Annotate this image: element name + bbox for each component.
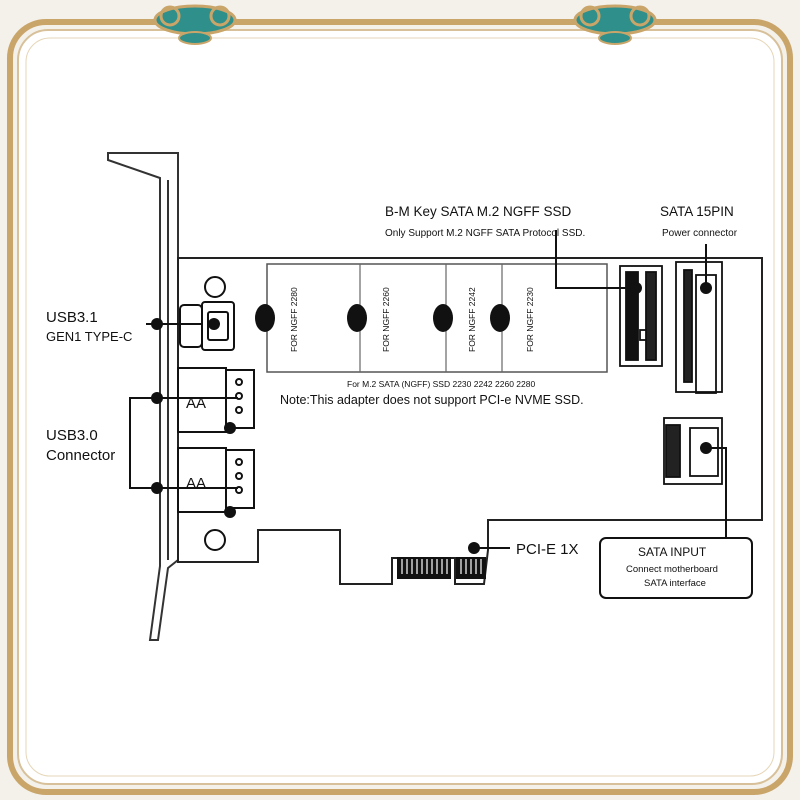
slot-label-2260: FOR NGFF 2260 — [381, 287, 391, 352]
slot-label-2230: FOR NGFF 2230 — [525, 287, 535, 352]
sata-input-box — [599, 537, 753, 599]
dot-usb-a-2 — [224, 506, 236, 518]
sata-input-title: SATA INPUT — [638, 545, 707, 559]
usb30-sublabel: Connector — [46, 447, 115, 464]
usb31-label: USB3.1 — [46, 309, 98, 326]
pcie-finger-gaps — [401, 559, 482, 574]
callout-dots — [151, 282, 712, 554]
dot-sata-data — [700, 442, 712, 454]
m2-subtitle: Only Support M.2 NGFF SATA Protocol SSD. — [385, 228, 585, 239]
slot-label-2242: FOR NGFF 2242 — [467, 287, 477, 352]
dot-usb31 — [151, 318, 163, 330]
nvme-note: Note:This adapter does not support PCI-e… — [280, 393, 584, 407]
dot-usb-a-1 — [224, 422, 236, 434]
m2-connector — [619, 265, 663, 367]
callout-leaders — [129, 230, 727, 549]
sata-input-line1: Connect motherboard — [626, 564, 718, 575]
cloud-ornament-right — [573, 4, 657, 45]
dot-sata-power — [700, 282, 712, 294]
usb30-label: USB3.0 — [46, 427, 98, 444]
sata-input-line2: SATA interface — [644, 578, 706, 589]
m2-title: B-M Key SATA M.2 NGFF SSD — [385, 204, 572, 219]
cloud-ornament-left — [153, 4, 237, 45]
dot-pcie — [468, 542, 480, 554]
sata15-title: SATA 15PIN — [660, 204, 734, 219]
dot-m2-connector — [630, 282, 642, 294]
mounting-hole-bottom — [204, 529, 226, 551]
slot-label-2280: FOR NGFF 2280 — [289, 287, 299, 352]
dot-usb30-top — [151, 392, 163, 404]
mounting-hole-top — [204, 276, 226, 298]
svg-text:AA: AA — [186, 475, 206, 492]
usb-c-port — [179, 301, 235, 351]
dot-usb-typec — [208, 318, 220, 330]
svg-text:AA: AA — [186, 395, 206, 412]
standoff-markers — [255, 304, 510, 332]
usb31-sublabel: GEN1 TYPE-C — [46, 329, 132, 344]
dot-usb30-bottom — [151, 482, 163, 494]
ssd-sizes-text: For M.2 SATA (NGFF) SSD 2230 2242 2260 2… — [347, 379, 535, 389]
sata15-subtitle: Power connector — [662, 228, 738, 239]
pcie-label: PCI-E 1X — [516, 541, 579, 558]
sata-data-connector — [663, 417, 723, 485]
